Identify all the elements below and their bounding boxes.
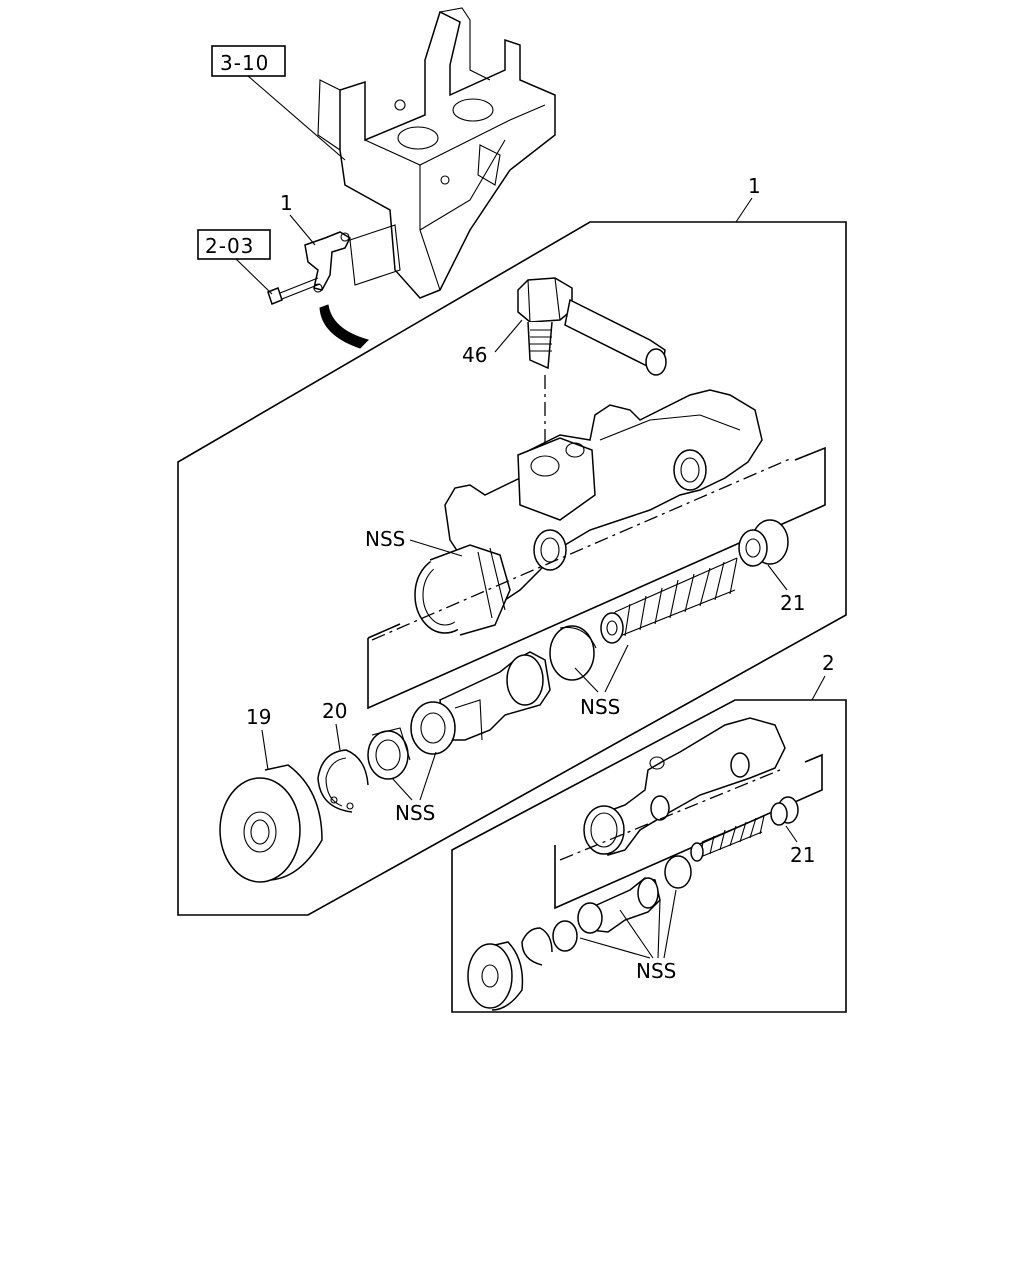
inner-kit-frame-tick	[367, 623, 401, 639]
callout-20: 20	[322, 699, 347, 723]
leader-2-assembly	[811, 675, 826, 701]
callout-nss-piston: NSS	[580, 695, 620, 719]
leader-nss-small-b	[619, 909, 654, 959]
leader-nss-piston-b	[604, 644, 629, 693]
boot-small	[467, 941, 524, 1011]
leader-nss-body	[409, 539, 463, 557]
front-seal-small	[552, 920, 578, 952]
leader-nss-small-d	[663, 889, 677, 959]
ref-label-3-10: 3-10	[220, 51, 269, 75]
leader-2-03	[235, 258, 273, 295]
leader-nss-seal-a	[391, 777, 413, 801]
assembly-2-frame	[451, 699, 847, 1013]
snap-ring-20	[317, 749, 369, 813]
callout-46: 46	[462, 343, 487, 367]
cylinder-body-small	[583, 717, 786, 856]
leader-19	[261, 729, 269, 771]
piston-small	[577, 877, 661, 934]
curved-arrow	[319, 304, 369, 349]
piston	[410, 651, 551, 755]
spring-small	[690, 815, 765, 862]
callout-nss-small: NSS	[636, 959, 676, 983]
ref-box-2-03[interactable]: 2-03	[197, 229, 271, 260]
callout-2-assembly: 2	[822, 651, 835, 675]
leader-3-10	[247, 75, 346, 161]
centerline-main	[371, 457, 793, 641]
callout-21-small: 21	[790, 843, 815, 867]
cup-seal	[549, 625, 597, 681]
inner-kit-frame-small	[554, 753, 823, 910]
assembly-1-frame	[177, 221, 847, 916]
cup-seal-small	[664, 855, 692, 889]
cylinder-body	[414, 389, 763, 636]
leader-nss-seal-b	[419, 751, 437, 801]
callout-nss-body: NSS	[365, 527, 405, 551]
leader-1-top	[289, 214, 316, 246]
front-seal	[367, 727, 411, 780]
ref-box-3-10[interactable]: 3-10	[211, 45, 286, 77]
callout-21-main: 21	[780, 591, 805, 615]
boot-19	[219, 764, 323, 883]
clevis-part	[304, 231, 351, 293]
leader-1-assembly	[735, 197, 753, 223]
spring-main	[600, 557, 738, 644]
callout-nss-seal: NSS	[395, 801, 435, 825]
snap-ring-small	[521, 927, 553, 966]
callout-1-top: 1	[280, 191, 293, 215]
pedal-bracket	[317, 7, 556, 299]
leader-46	[494, 319, 523, 353]
end-cap-21-small	[770, 796, 799, 826]
callout-19: 19	[246, 705, 271, 729]
leader-nss-piston-a	[574, 667, 599, 693]
ref-label-2-03: 2-03	[205, 234, 254, 258]
callout-1-assembly: 1	[748, 174, 761, 198]
centerline-small	[559, 769, 781, 861]
bolt-part	[267, 277, 321, 305]
leader-21-small	[785, 825, 798, 843]
end-cap-21-main	[738, 519, 789, 567]
leader-20	[335, 723, 341, 751]
leader-nss-small-c	[657, 899, 661, 959]
leader-21-main	[767, 564, 788, 591]
leader-nss-small-a	[579, 937, 651, 959]
inner-kit-frame	[367, 446, 826, 710]
fitting-46	[517, 277, 667, 376]
